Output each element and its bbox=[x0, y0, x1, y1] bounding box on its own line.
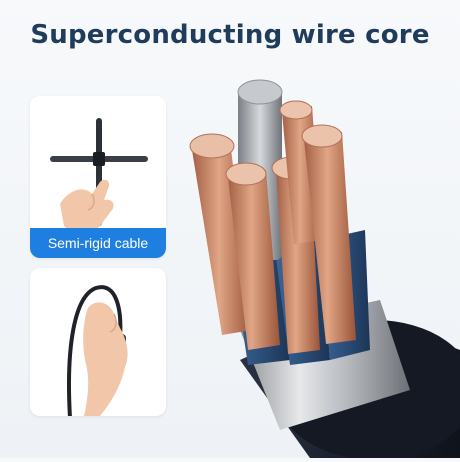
flexible-cable-illustration bbox=[67, 285, 128, 416]
semi-rigid-cable-card: Semi-rigid cable bbox=[30, 96, 166, 258]
page-title: Superconducting wire core bbox=[30, 20, 430, 50]
semi-rigid-cable-label: Semi-rigid cable bbox=[30, 228, 166, 258]
cable-cross-section-illustration bbox=[170, 60, 460, 460]
flexible-cable-card bbox=[30, 268, 166, 416]
semi-rigid-cable-illustration bbox=[50, 118, 148, 234]
